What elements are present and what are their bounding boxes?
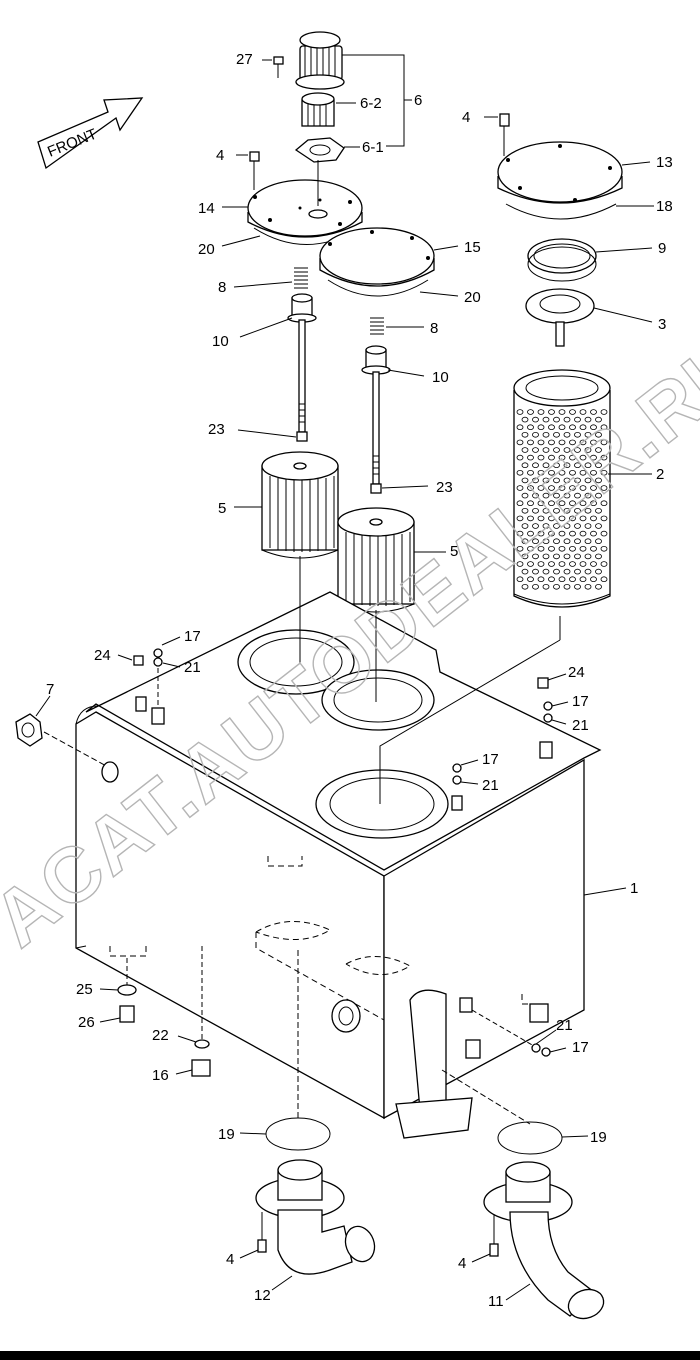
callout-25: 25 [76,981,93,998]
callout-17-mid: 17 [482,751,499,768]
suction-pipe-part-12 [239,1159,376,1291]
callout-21-low: 21 [556,1017,573,1034]
cover-part-15 [319,227,459,297]
callout-21-right: 21 [572,717,589,734]
callout-23-mid: 23 [436,479,453,496]
callout-16: 16 [152,1067,169,1084]
callout-4-bottom-left: 4 [226,1251,234,1268]
callout-14: 14 [198,200,215,217]
suction-strainer-part-2 [513,369,652,608]
callout-21-left: 21 [184,659,201,676]
callout-4-bottom-right: 4 [458,1255,466,1272]
callout-20-mid: 20 [464,289,481,306]
callout-22: 22 [152,1027,169,1044]
callout-19-right: 19 [590,1129,607,1146]
suction-pipe-part-11 [471,1161,605,1320]
bolt-washer-hardware [117,636,569,1057]
callout-26: 26 [78,1014,95,1031]
callout-5-left: 5 [218,500,226,517]
callout-17-right: 17 [572,693,589,710]
drain-fittings [99,946,211,1077]
callout-5-mid: 5 [450,543,458,560]
callout-11: 11 [488,1293,504,1310]
callout-24-right: 24 [568,664,585,681]
filter-element-part-5 [234,451,446,613]
callout-24-left: 24 [94,647,111,664]
callout-17-left: 17 [184,628,201,645]
callout-12: 12 [254,1287,271,1304]
callout-8-mid: 8 [430,320,438,337]
callout-1: 1 [630,880,638,897]
cover-part-13 [484,113,654,220]
callout-labels: 27 6 6-2 6-1 4 14 20 8 10 23 5 15 20 8 1… [46,51,673,1310]
callout-10-mid: 10 [432,369,449,386]
rod-part-10 [237,293,429,494]
callout-15: 15 [464,239,481,256]
plug-part-7 [15,695,119,783]
front-arrow: FRONT [37,97,144,170]
breather-cap-part-6 [294,31,412,163]
callout-9: 9 [658,240,666,257]
callout-6-1: 6-1 [362,139,384,156]
spring-part-8 [233,267,424,335]
callout-13: 13 [656,154,673,171]
callout-8-left: 8 [218,279,226,296]
o-ring-part-19 [239,1117,589,1155]
callout-4-right: 4 [462,109,470,126]
callout-20-left: 20 [198,241,215,258]
tank-body-part-1 [75,591,627,1139]
callout-19-left: 19 [218,1126,235,1143]
cover-part-14 [221,151,363,247]
callout-21-mid: 21 [482,777,499,794]
callout-18: 18 [656,198,673,215]
assembly-lines [297,556,561,1125]
callout-2: 2 [656,466,664,483]
callout-23-left: 23 [208,421,225,438]
bolt-part-27 [262,56,284,78]
callout-3: 3 [658,316,666,333]
callout-10-left: 10 [212,333,229,350]
bottom-border [0,1351,700,1360]
callout-6: 6 [414,92,422,109]
callout-17-low: 17 [572,1039,589,1056]
ring-part-9 [527,238,653,282]
callout-4-top: 4 [216,147,224,164]
valve-part-3 [525,288,653,347]
callout-27: 27 [236,51,253,68]
callout-6-2: 6-2 [360,95,382,112]
callout-7: 7 [46,681,54,698]
